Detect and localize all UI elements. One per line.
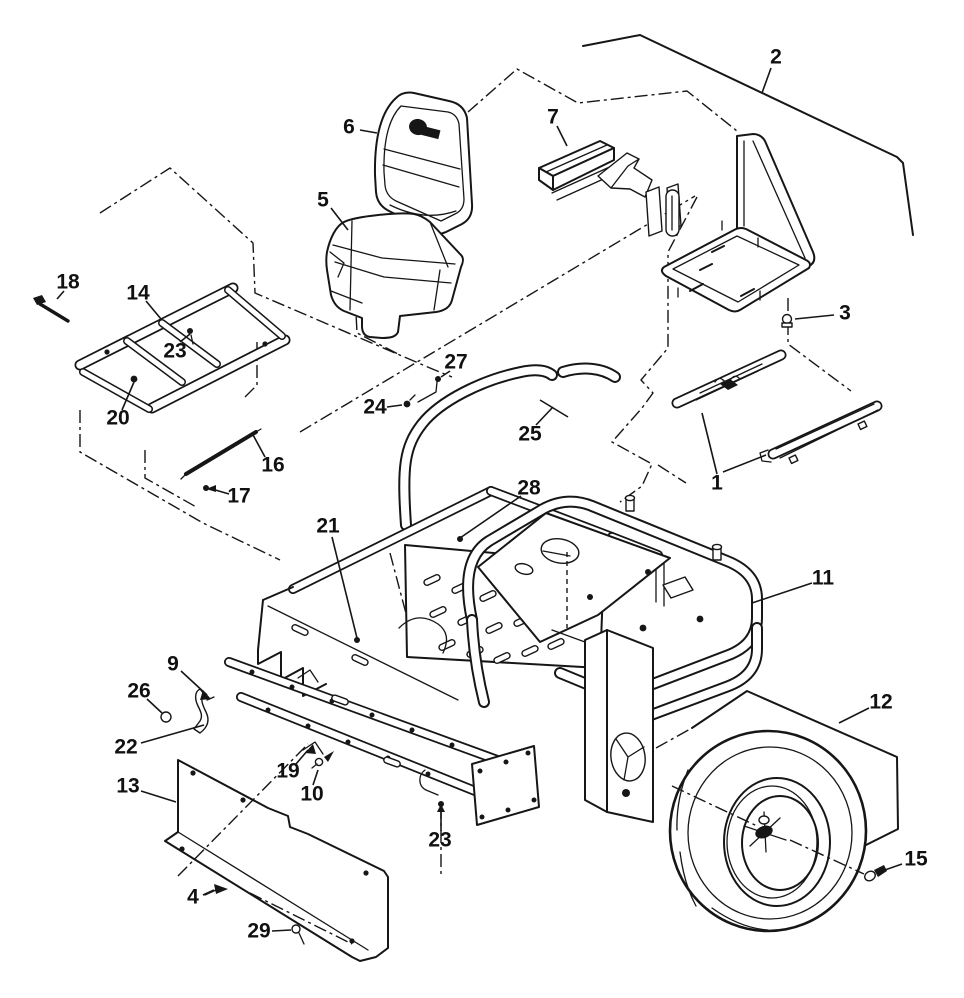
frame-post xyxy=(551,629,654,823)
leader-line-16 xyxy=(251,432,266,458)
callout-24: 24 xyxy=(363,396,387,419)
callout-27: 27 xyxy=(444,351,467,374)
bolt-10 xyxy=(311,751,334,769)
front-plate xyxy=(471,745,540,826)
group-boundary-line xyxy=(582,34,914,236)
seat-slide-rails xyxy=(671,349,883,465)
callout-9: 9 xyxy=(167,653,179,676)
callout-3: 3 xyxy=(839,302,851,325)
bolt-23-lower xyxy=(437,801,445,812)
leader-line-27 xyxy=(440,370,451,378)
deck-plate xyxy=(477,512,704,643)
callout-14: 14 xyxy=(126,282,150,305)
leader-line-15 xyxy=(881,863,903,872)
bolt-4 xyxy=(204,884,228,896)
bolt-17 xyxy=(203,485,216,492)
leader-line-29 xyxy=(271,929,292,932)
leader-line-1 xyxy=(701,412,718,475)
leader-line-9 xyxy=(180,670,208,696)
callout-12: 12 xyxy=(869,691,892,714)
callout-23: 23 xyxy=(163,340,186,363)
seat-mount-frame xyxy=(74,282,291,414)
main-frame xyxy=(224,486,704,826)
callout-28: 28 xyxy=(517,477,541,500)
callout-11: 11 xyxy=(812,567,835,590)
leader-line-22 xyxy=(140,724,205,744)
control-tube xyxy=(398,362,621,531)
bolt-18 xyxy=(33,295,70,323)
belt-guard-panel xyxy=(164,743,442,962)
bolt-15 xyxy=(864,865,887,882)
leader-line-1 xyxy=(722,454,767,473)
leader-line-4 xyxy=(202,889,215,896)
leader-line-5 xyxy=(330,207,349,231)
callout-25: 25 xyxy=(518,423,542,446)
callout-10: 10 xyxy=(300,783,323,806)
leader-line-24 xyxy=(386,404,403,408)
leader-line-11 xyxy=(751,582,813,604)
callout-18: 18 xyxy=(56,271,80,294)
leader-line-6 xyxy=(359,129,378,134)
callout-6: 6 xyxy=(343,116,355,139)
callout-20: 20 xyxy=(106,407,129,430)
leader-line-2 xyxy=(761,67,772,94)
bolt-20 xyxy=(130,375,138,383)
leader-line-13 xyxy=(140,790,177,803)
callout-23: 23 xyxy=(428,829,451,852)
leader-line-25 xyxy=(535,406,554,426)
callout-15: 15 xyxy=(904,848,928,871)
leader-line-23 xyxy=(179,333,191,343)
callout-5: 5 xyxy=(317,189,329,212)
callout-26: 26 xyxy=(127,680,150,703)
callout-29: 29 xyxy=(247,920,270,943)
leader-line-12 xyxy=(838,707,870,724)
callout-22: 22 xyxy=(114,736,137,759)
callout-17: 17 xyxy=(227,485,250,508)
bolt-21-point xyxy=(354,637,360,643)
seat-stop-foam-strips xyxy=(538,140,653,201)
leader-line-17 xyxy=(211,488,230,495)
washer-26 xyxy=(160,711,172,723)
leader-line-3 xyxy=(794,314,835,320)
seat-logo xyxy=(409,118,441,140)
callout-13: 13 xyxy=(116,775,139,798)
leader-line-25 xyxy=(539,399,569,418)
leader-line-18 xyxy=(56,290,65,300)
rod-16 xyxy=(180,428,262,480)
callout-1: 1 xyxy=(711,472,723,495)
bolt-27 xyxy=(417,376,441,403)
rear-wheel xyxy=(668,729,868,933)
leader-line-19 xyxy=(295,749,309,765)
bolt-29 xyxy=(291,924,305,945)
latch-9 xyxy=(193,688,215,734)
bolt-24 xyxy=(403,394,416,408)
leader-line-10 xyxy=(312,769,319,786)
callout-21: 21 xyxy=(316,515,340,538)
leader-line-28 xyxy=(459,495,522,539)
leader-line-21 xyxy=(331,536,358,639)
wheel-panel-outline xyxy=(691,690,899,850)
callout-19: 19 xyxy=(276,760,299,783)
seat-support-bracket xyxy=(660,133,816,313)
bolt-3 xyxy=(781,313,793,328)
leader-line-7 xyxy=(556,125,568,147)
leader-line-26 xyxy=(146,698,163,714)
callout-4: 4 xyxy=(187,886,199,909)
seat-cushion xyxy=(325,212,464,339)
seat-back xyxy=(373,91,474,235)
bolt-23-upper xyxy=(187,328,194,345)
callout-16: 16 xyxy=(261,454,284,477)
callout-2: 2 xyxy=(770,46,782,69)
callout-7: 7 xyxy=(547,106,559,129)
leader-line-20 xyxy=(121,381,135,411)
leader-line-14 xyxy=(145,300,162,320)
hinge-plates-and-spring xyxy=(645,183,682,237)
